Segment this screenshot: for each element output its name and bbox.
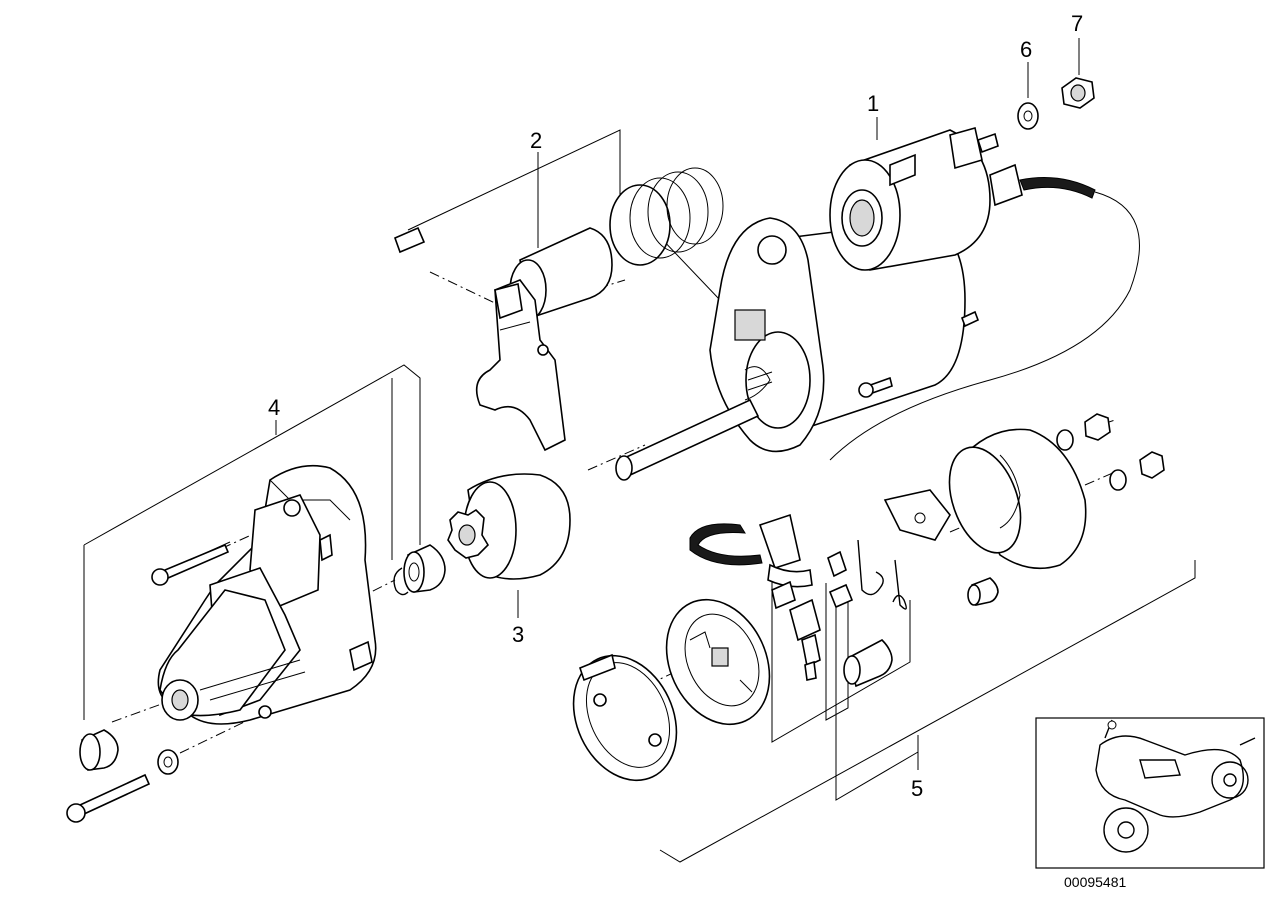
part-label-2: 2 bbox=[530, 128, 542, 153]
part-5-commutator-end bbox=[572, 413, 1165, 782]
motorcycle-locator-thumbnail bbox=[1035, 717, 1265, 869]
part-labels: 1 2 3 4 5 6 7 bbox=[268, 11, 1083, 801]
bearing-bush bbox=[393, 544, 446, 596]
part-3-pinion-clutch bbox=[447, 473, 571, 580]
part-label-1: 1 bbox=[867, 91, 879, 116]
part-4-drive-end-housing bbox=[66, 464, 377, 823]
part-label-7: 7 bbox=[1071, 11, 1083, 36]
part-1-solenoid-motor bbox=[615, 127, 1140, 481]
part-label-5: 5 bbox=[911, 776, 923, 801]
part-2-fork-plunger-spring bbox=[393, 167, 724, 452]
part-label-4: 4 bbox=[268, 395, 280, 420]
part-label-3: 3 bbox=[512, 622, 524, 647]
part-7-nut bbox=[1061, 77, 1095, 109]
part-6-washer bbox=[1017, 102, 1039, 130]
part-label-6: 6 bbox=[1020, 37, 1032, 62]
catalog-number: 00095481 bbox=[1064, 874, 1127, 890]
